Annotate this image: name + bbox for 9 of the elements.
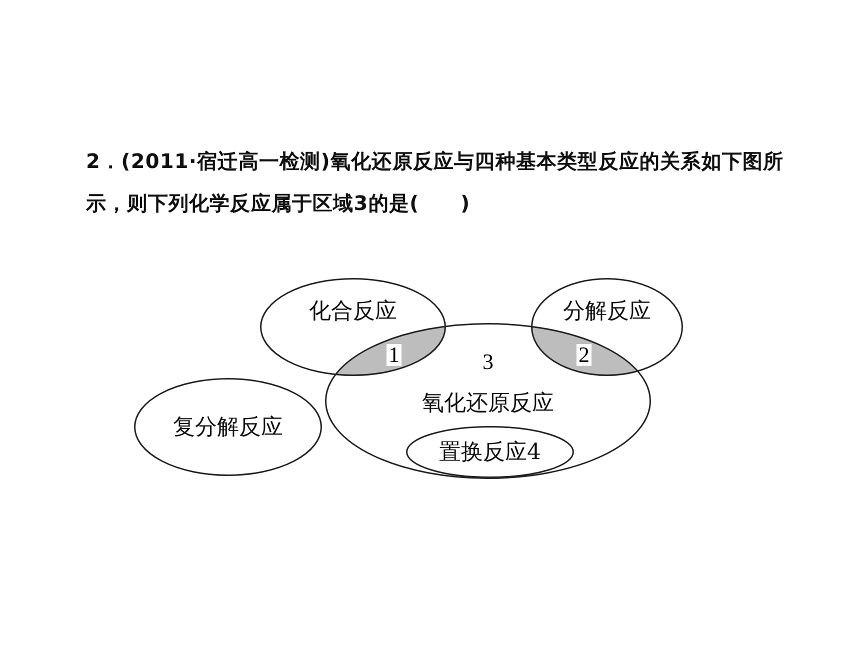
region-number: 3 [482, 351, 494, 373]
region-number: 2 [576, 344, 592, 366]
set-label: 化合反应 [309, 298, 397, 326]
question-text: 2．(2011·宿迁高一检测)氧化还原反应与四种基本类型反应的关系如下图所示，则下列化学反应属于区域3的是( ) [86, 148, 785, 217]
set-label: 置换反应4 [439, 439, 541, 467]
set-label: 复分解反应 [173, 414, 283, 442]
set-label: 氧化还原反应 [422, 390, 554, 418]
region-number: 1 [386, 344, 402, 366]
set-label: 分解反应 [563, 298, 651, 326]
